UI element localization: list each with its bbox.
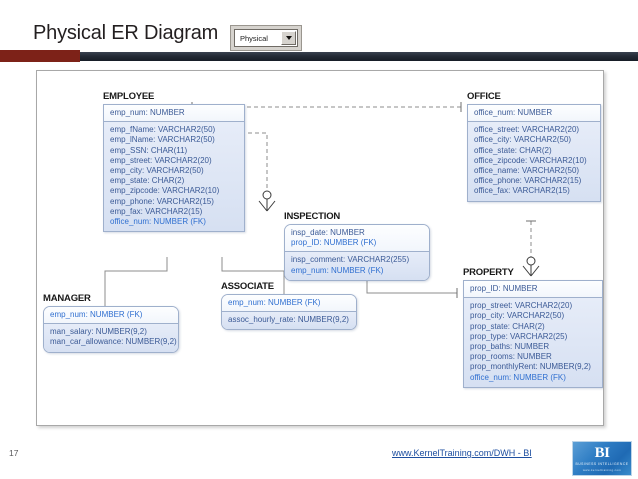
crowsfoot-employee-inspection — [258, 190, 276, 212]
attribute: insp_date: NUMBER — [291, 228, 365, 237]
entity-property-keys: prop_ID: NUMBER — [464, 281, 602, 298]
attribute-fk: emp_num: NUMBER (FK) — [228, 298, 321, 307]
entity-property-title: PROPERTY — [463, 267, 514, 278]
entity-manager[interactable]: MANAGER emp_num: NUMBER (FK) man_salary:… — [43, 293, 179, 353]
attribute: emp_fName: VARCHAR2(50) — [110, 125, 216, 135]
attribute: prop_type: VARCHAR2(25) — [470, 331, 568, 341]
entity-office-title: OFFICE — [467, 91, 501, 102]
mode-select[interactable]: Physical — [234, 29, 298, 47]
attribute-fk: office_num: NUMBER (FK) — [470, 372, 566, 382]
attribute: office_city: VARCHAR2(50) — [474, 135, 572, 145]
entity-inspection-title: INSPECTION — [284, 211, 341, 222]
entity-manager-attributes: man_salary: NUMBER(9,2) man_car_allowanc… — [44, 323, 178, 352]
header-accent-block — [0, 50, 80, 62]
attribute: office_name: VARCHAR2(50) — [474, 166, 580, 176]
attribute: insp_comment: VARCHAR2(255) — [291, 255, 410, 265]
attribute: office_fax: VARCHAR2(15) — [474, 186, 570, 196]
attribute: assoc_hourly_rate: NUMBER(9,2) — [228, 315, 349, 325]
attribute: office_zipcode: VARCHAR2(10) — [474, 155, 587, 165]
entity-employee-keys: emp_num: NUMBER — [104, 105, 244, 122]
attribute: emp_num: NUMBER — [110, 108, 185, 117]
entity-employee[interactable]: EMPLOYEE emp_num: NUMBER emp_fName: VARC… — [103, 91, 245, 233]
attribute-fk: office_num: NUMBER (FK) — [110, 217, 206, 227]
attribute: prop_street: VARCHAR2(20) — [470, 301, 573, 311]
attribute: office_num: NUMBER — [474, 108, 553, 117]
attribute: emp_SSN: CHAR(11) — [110, 145, 188, 155]
entity-inspection-box[interactable]: insp_date: NUMBER prop_ID: NUMBER (FK) i… — [284, 224, 430, 281]
attribute: emp_city: VARCHAR2(50) — [110, 166, 204, 176]
bi-logo-subtitle: BUSINESS INTELLIGENCE — [575, 462, 629, 466]
attribute: emp_street: VARCHAR2(20) — [110, 155, 212, 165]
attribute: man_car_allowance: NUMBER(9,2) — [50, 337, 177, 347]
attribute: prop_city: VARCHAR2(50) — [470, 311, 565, 321]
bi-logo-url: www.kerneltraining.com — [582, 467, 622, 472]
attribute: emp_zipcode: VARCHAR2(10) — [110, 186, 220, 196]
attribute: office_phone: VARCHAR2(15) — [474, 176, 582, 186]
mode-select-value: Physical — [240, 33, 268, 43]
attribute: prop_ID: NUMBER — [470, 284, 538, 293]
entity-manager-box[interactable]: emp_num: NUMBER (FK) man_salary: NUMBER(… — [43, 306, 179, 353]
bi-logo: BI BUSINESS INTELLIGENCE www.kerneltrain… — [572, 441, 632, 476]
entity-associate-box[interactable]: emp_num: NUMBER (FK) assoc_hourly_rate: … — [221, 294, 357, 331]
entity-manager-keys: emp_num: NUMBER (FK) — [44, 307, 178, 324]
entity-employee-title: EMPLOYEE — [103, 91, 155, 102]
entity-associate-attributes: assoc_hourly_rate: NUMBER(9,2) — [222, 311, 356, 330]
attribute: man_salary: NUMBER(9,2) — [50, 327, 147, 337]
attribute: prop_state: CHAR(2) — [470, 321, 545, 331]
attribute: emp_phone: VARCHAR2(15) — [110, 196, 214, 206]
attribute-fk: emp_num: NUMBER (FK) — [50, 310, 143, 319]
attribute: emp_fax: VARCHAR2(15) — [110, 206, 203, 216]
bi-logo-mark: BI — [594, 444, 610, 461]
entity-inspection-attributes: insp_comment: VARCHAR2(255) emp_num: NUM… — [285, 251, 429, 280]
mode-select-frame: Physical — [230, 25, 302, 51]
er-diagram-frame: EMPLOYEE emp_num: NUMBER emp_fName: VARC… — [36, 70, 604, 426]
attribute: prop_baths: NUMBER — [470, 342, 550, 352]
entity-office-box[interactable]: office_num: NUMBER office_street: VARCHA… — [467, 104, 601, 202]
entity-property-box[interactable]: prop_ID: NUMBER prop_street: VARCHAR2(20… — [463, 280, 603, 388]
page-title: Physical ER Diagram — [33, 22, 219, 44]
entity-inspection-keys: insp_date: NUMBER prop_ID: NUMBER (FK) — [285, 225, 429, 252]
attribute: office_state: CHAR(2) — [474, 145, 552, 155]
attribute: emp_lName: VARCHAR2(50) — [110, 135, 215, 145]
header-rule — [80, 52, 638, 61]
entity-property-attributes: prop_street: VARCHAR2(20) prop_city: VAR… — [464, 297, 602, 387]
entity-employee-attributes: emp_fName: VARCHAR2(50) emp_lName: VARCH… — [104, 121, 244, 232]
footer-link[interactable]: www.KernelTraining.com/DWH - BI — [392, 448, 532, 458]
attribute: prop_monthlyRent: NUMBER(9,2) — [470, 362, 591, 372]
entity-associate-keys: emp_num: NUMBER (FK) — [222, 295, 356, 312]
entity-employee-box[interactable]: emp_num: NUMBER emp_fName: VARCHAR2(50) … — [103, 104, 245, 233]
attribute: emp_state: CHAR(2) — [110, 176, 185, 186]
entity-inspection[interactable]: INSPECTION insp_date: NUMBER prop_ID: NU… — [284, 211, 430, 281]
entity-office-attributes: office_street: VARCHAR2(20) office_city:… — [468, 121, 600, 201]
chevron-down-icon[interactable] — [281, 31, 296, 45]
entity-property[interactable]: PROPERTY prop_ID: NUMBER prop_street: VA… — [463, 267, 603, 388]
entity-associate[interactable]: ASSOCIATE emp_num: NUMBER (FK) assoc_hou… — [221, 281, 357, 331]
entity-associate-title: ASSOCIATE — [221, 281, 274, 292]
attribute-fk: prop_ID: NUMBER (FK) — [291, 238, 377, 248]
attribute-fk: emp_num: NUMBER (FK) — [291, 265, 384, 275]
attribute: prop_rooms: NUMBER — [470, 352, 552, 362]
entity-office-keys: office_num: NUMBER — [468, 105, 600, 122]
slide-number: 17 — [9, 448, 19, 458]
entity-office[interactable]: OFFICE office_num: NUMBER office_street:… — [467, 91, 601, 202]
er-diagram-canvas: EMPLOYEE emp_num: NUMBER emp_fName: VARC… — [37, 71, 603, 425]
attribute: office_street: VARCHAR2(20) — [474, 125, 580, 135]
entity-manager-title: MANAGER — [43, 293, 91, 304]
